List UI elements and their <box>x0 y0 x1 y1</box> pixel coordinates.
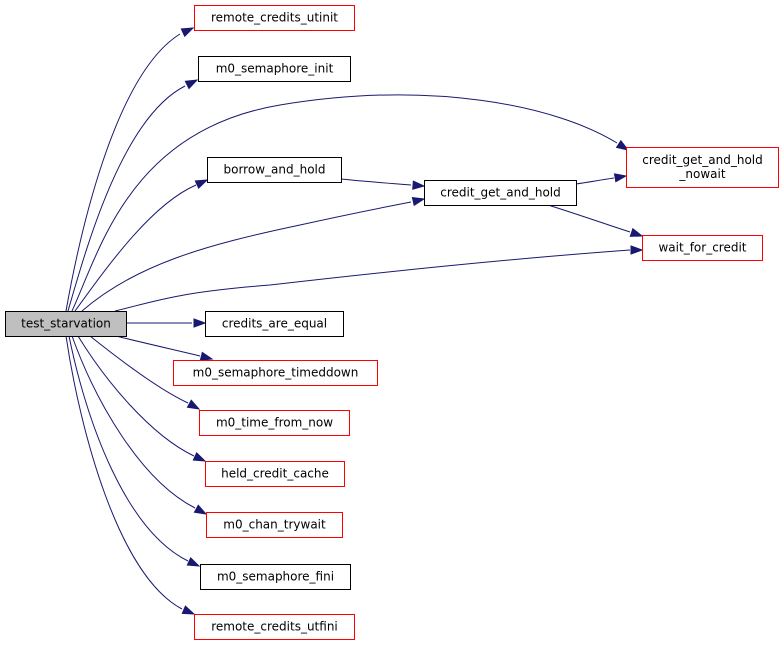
node-label: m0_chan_trywait <box>223 518 326 532</box>
edge-line <box>74 184 197 312</box>
node-label: m0_semaphore_fini <box>217 570 334 584</box>
node-box <box>207 157 342 183</box>
edge-test_starvation-to-borrow_and_hold <box>74 179 209 312</box>
arrow-head-icon <box>613 173 628 183</box>
node-box <box>5 311 127 337</box>
node-remote-credits-utfini[interactable]: remote_credits_utfini <box>194 614 355 640</box>
edge-test_starvation-to-remote_credits_utfini <box>65 335 196 615</box>
edge-test_starvation-to-m0_semaphore_init <box>67 79 199 312</box>
edge-line <box>77 335 195 457</box>
node-box <box>198 56 351 82</box>
edge-test_starvation-to-wait_for_credit <box>114 245 644 312</box>
arrow-head-icon <box>193 318 207 328</box>
node-label: m0_semaphore_timeddown <box>193 366 359 380</box>
arrow-head-icon <box>629 227 644 237</box>
edge-test_starvation-to-credits_are_equal <box>126 318 207 328</box>
node-box <box>642 235 763 261</box>
node-box <box>205 311 344 337</box>
arrow-head-icon <box>615 139 630 151</box>
node-box <box>205 461 345 487</box>
node-label: remote_credits_utfini <box>211 620 338 634</box>
arrow-head-icon <box>193 504 208 515</box>
edge-line <box>81 201 412 312</box>
arrow-head-icon <box>194 179 209 190</box>
node-m0-time-from-now[interactable]: m0_time_from_now <box>199 410 350 436</box>
node-label: credit_get_and_hold <box>642 153 763 167</box>
arrow-head-icon <box>199 351 214 361</box>
edge-test_starvation-to-m0_time_from_now <box>89 335 201 410</box>
edge-line <box>89 335 189 404</box>
edge-borrow_and_hold-to-credit_get_and_hold <box>340 178 426 190</box>
node-box <box>199 410 350 436</box>
edge-test_starvation-to-held_credit_cache <box>77 335 207 462</box>
edge-line <box>575 177 615 185</box>
node-m0-semaphore-fini[interactable]: m0_semaphore_fini <box>200 564 351 590</box>
node-label: held_credit_cache <box>221 467 329 481</box>
node-label: remote_credits_utinit <box>211 11 338 25</box>
edge-test_starvation-to-remote_credits_utinit <box>65 27 195 312</box>
node-held-credit-cache[interactable]: held_credit_cache <box>205 461 345 487</box>
edge-line <box>547 204 631 233</box>
edge-line <box>115 335 201 357</box>
nodes-layer: test_starvation remote_credits_utinit m0_s… <box>5 5 779 640</box>
arrow-head-icon <box>192 451 207 462</box>
node-box <box>200 564 351 590</box>
edge-test_starvation-to-credit_get_and_hold_nowait <box>71 94 630 312</box>
edge-test_starvation-to-m0_semaphore_timeddown <box>115 335 214 361</box>
node-box <box>173 360 378 386</box>
node-remote-credits-utinit[interactable]: remote_credits_utinit <box>194 5 355 31</box>
node-m0-semaphore-init[interactable]: m0_semaphore_init <box>198 56 351 82</box>
node-box <box>626 147 779 188</box>
node-box <box>194 5 355 31</box>
arrow-head-icon <box>181 605 196 615</box>
edge-test_starvation-to-m0_chan_trywait <box>71 335 208 515</box>
node-m0-chan-trywait[interactable]: m0_chan_trywait <box>206 512 343 538</box>
node-credits-are-equal[interactable]: credits_are_equal <box>205 311 344 337</box>
edge-line <box>65 33 181 312</box>
edge-line <box>67 85 186 312</box>
node-label: _nowait <box>678 167 725 181</box>
node-label: borrow_and_hold <box>224 163 326 177</box>
edge-line <box>340 178 412 186</box>
node-label: m0_semaphore_init <box>216 62 334 76</box>
arrow-head-icon <box>184 79 199 90</box>
node-box <box>206 512 343 538</box>
arrow-head-icon <box>186 399 201 410</box>
arrow-head-icon <box>412 180 426 190</box>
node-credit-get-and-hold[interactable]: credit_get_and_hold <box>424 180 577 206</box>
node-wait-for-credit[interactable]: wait_for_credit <box>642 235 763 261</box>
edge-test_starvation-to-credit_get_and_hold <box>81 196 426 312</box>
node-test-starvation: test_starvation <box>5 311 127 337</box>
edge-credit_get_and_hold-to-credit_get_and_hold_nowait <box>575 173 628 185</box>
node-label: credits_are_equal <box>222 317 327 331</box>
node-label: test_starvation <box>21 317 111 331</box>
node-box <box>194 614 355 640</box>
edge-line <box>71 335 196 509</box>
edge-credit_get_and_hold-to-wait_for_credit <box>547 204 644 237</box>
node-credit-get-and-hold-nowait[interactable]: credit_get_and_hold_nowait <box>626 147 779 188</box>
arrow-head-icon <box>630 245 644 255</box>
edge-line <box>68 335 189 562</box>
node-label: wait_for_credit <box>658 241 746 255</box>
node-m0-semaphore-timeddown[interactable]: m0_semaphore_timeddown <box>173 360 378 386</box>
node-label: m0_time_from_now <box>216 416 333 430</box>
edge-line <box>65 335 183 610</box>
node-box <box>424 180 577 206</box>
arrow-head-icon <box>186 556 201 567</box>
edge-line <box>114 249 631 312</box>
edge-line <box>71 94 618 312</box>
arrow-head-icon <box>180 27 195 38</box>
arrow-head-icon <box>411 196 426 207</box>
edges-layer <box>65 27 644 615</box>
edge-test_starvation-to-m0_semaphore_fini <box>68 335 201 567</box>
node-borrow-and-hold[interactable]: borrow_and_hold <box>207 157 342 183</box>
node-label: credit_get_and_hold <box>440 186 561 200</box>
